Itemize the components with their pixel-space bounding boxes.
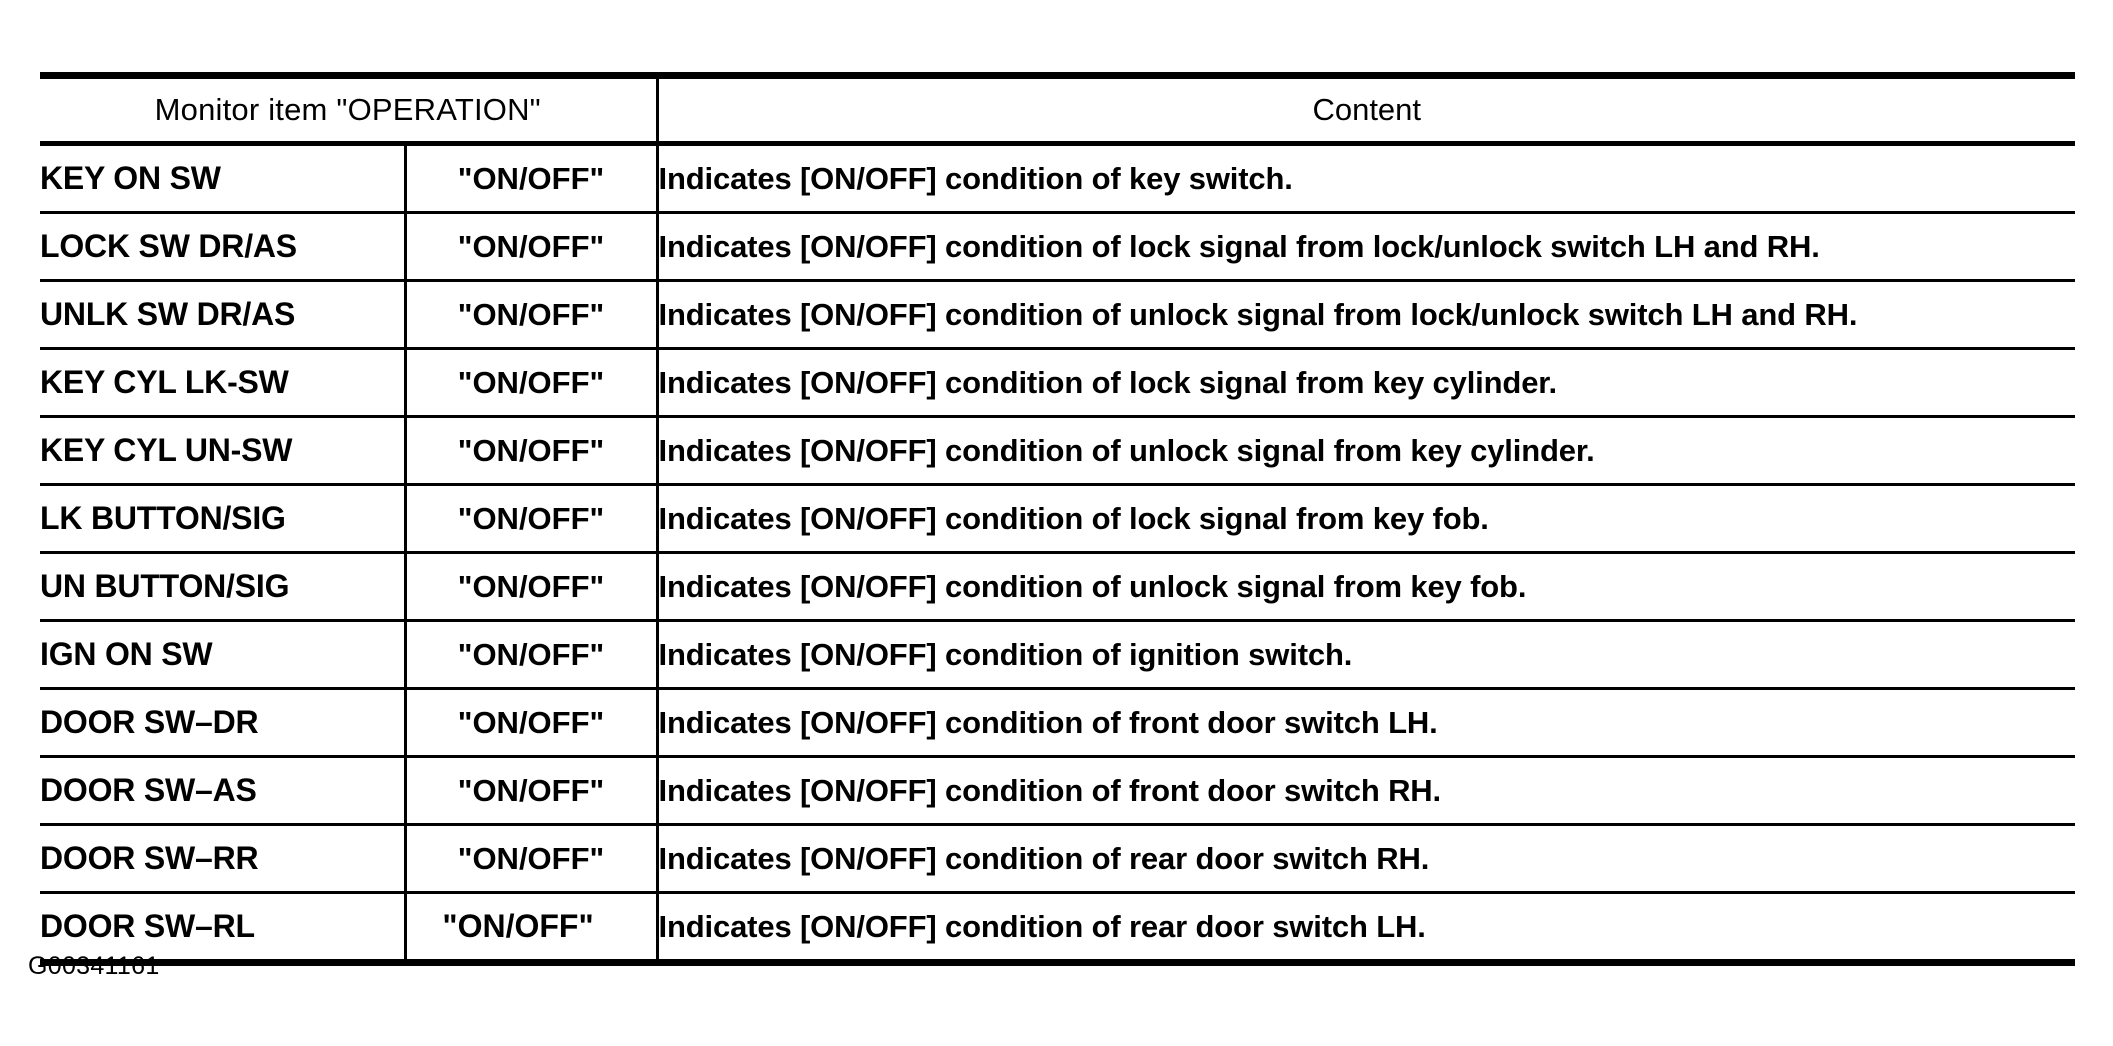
cell-content-description: Indicates [ON/OFF] condition of lock sig… — [655, 484, 2075, 554]
table-row: IGN ON SW "ON/OFF" Indicates [ON/OFF] co… — [40, 620, 2075, 690]
cell-monitor-item: DOOR SW–RR — [40, 824, 405, 894]
monitor-item-table-wrapper: Monitor item "OPERATION" Content KEY ON … — [40, 72, 2075, 966]
table-body: KEY ON SW "ON/OFF" Indicates [ON/OFF] co… — [40, 143, 2075, 966]
cell-state-value: "ON/OFF" — [403, 620, 657, 690]
table-row: DOOR SW–DR "ON/OFF" Indicates [ON/OFF] c… — [40, 688, 2075, 758]
table-row: KEY CYL UN-SW "ON/OFF" Indicates [ON/OFF… — [40, 416, 2075, 486]
cell-state-value: "ON/OFF" — [403, 824, 657, 894]
cell-state-value: "ON/OFF" — [403, 892, 657, 966]
cell-state-value: "ON/OFF" — [403, 280, 657, 350]
table-row: DOOR SW–AS "ON/OFF" Indicates [ON/OFF] c… — [40, 756, 2075, 826]
table-row: LOCK SW DR/AS "ON/OFF" Indicates [ON/OFF… — [40, 212, 2075, 282]
cell-monitor-item: LOCK SW DR/AS — [40, 212, 405, 282]
cell-state-value: "ON/OFF" — [403, 143, 657, 214]
table-row: KEY CYL LK-SW "ON/OFF" Indicates [ON/OFF… — [40, 348, 2075, 418]
cell-state-value: "ON/OFF" — [403, 552, 657, 622]
cell-state-value: "ON/OFF" — [403, 212, 657, 282]
cell-content-description: Indicates [ON/OFF] condition of rear doo… — [655, 824, 2075, 894]
cell-monitor-item: DOOR SW–DR — [40, 688, 405, 758]
table-row: UN BUTTON/SIG "ON/OFF" Indicates [ON/OFF… — [40, 552, 2075, 622]
cell-state-value: "ON/OFF" — [403, 348, 657, 418]
cell-content-description: Indicates [ON/OFF] condition of front do… — [655, 688, 2075, 758]
cell-content-description: Indicates [ON/OFF] condition of ignition… — [655, 620, 2075, 690]
cell-monitor-item: KEY CYL LK-SW — [40, 348, 405, 418]
cell-content-description: Indicates [ON/OFF] condition of key swit… — [655, 143, 2075, 214]
cell-monitor-item: DOOR SW–RL — [40, 892, 405, 966]
cell-content-description: Indicates [ON/OFF] condition of lock sig… — [655, 348, 2075, 418]
cell-state-value: "ON/OFF" — [403, 756, 657, 826]
cell-content-description: Indicates [ON/OFF] condition of unlock s… — [655, 280, 2075, 350]
table-header-row: Monitor item "OPERATION" Content — [40, 72, 2075, 146]
table-row: DOOR SW–RR "ON/OFF" Indicates [ON/OFF] c… — [40, 824, 2075, 894]
cell-content-description: Indicates [ON/OFF] condition of unlock s… — [655, 416, 2075, 486]
cell-state-value: "ON/OFF" — [403, 484, 657, 554]
cell-state-value: "ON/OFF" — [403, 416, 657, 486]
table-row: LK BUTTON/SIG "ON/OFF" Indicates [ON/OFF… — [40, 484, 2075, 554]
cell-monitor-item: UN BUTTON/SIG — [40, 552, 405, 622]
cell-content-description: Indicates [ON/OFF] condition of unlock s… — [655, 552, 2075, 622]
cell-content-description: Indicates [ON/OFF] condition of front do… — [655, 756, 2075, 826]
cell-monitor-item: LK BUTTON/SIG — [40, 484, 405, 554]
cell-content-description: Indicates [ON/OFF] condition of lock sig… — [655, 212, 2075, 282]
table-header: Monitor item "OPERATION" Content — [40, 72, 2075, 146]
cell-monitor-item: UNLK SW DR/AS — [40, 280, 405, 350]
cell-monitor-item: IGN ON SW — [40, 620, 405, 690]
cell-content-description: Indicates [ON/OFF] condition of rear doo… — [655, 892, 2075, 966]
table-row: UNLK SW DR/AS "ON/OFF" Indicates [ON/OFF… — [40, 280, 2075, 350]
table-row: KEY ON SW "ON/OFF" Indicates [ON/OFF] co… — [40, 143, 2075, 214]
cell-monitor-item: KEY ON SW — [40, 143, 405, 214]
table-row: DOOR SW–RL "ON/OFF" Indicates [ON/OFF] c… — [40, 892, 2075, 966]
cell-monitor-item: KEY CYL UN-SW — [40, 416, 405, 486]
cell-state-value: "ON/OFF" — [403, 688, 657, 758]
figure-id-caption: G00341161 — [28, 952, 160, 980]
cell-monitor-item: DOOR SW–AS — [40, 756, 405, 826]
monitor-item-table: Monitor item "OPERATION" Content KEY ON … — [40, 72, 2075, 966]
column-header-content: Content — [655, 72, 2075, 146]
column-header-monitor-item-operation: Monitor item "OPERATION" — [40, 72, 657, 146]
